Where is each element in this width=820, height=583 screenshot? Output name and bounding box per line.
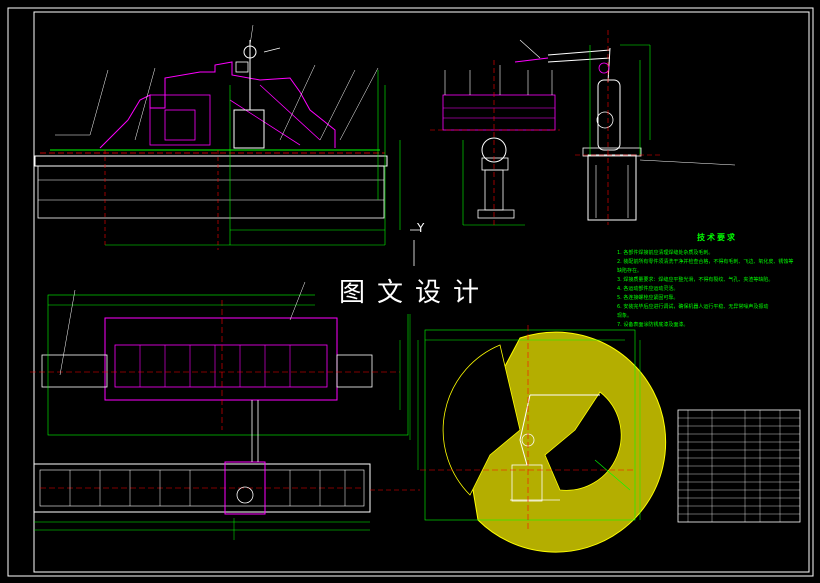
plan-view [30,281,411,440]
parts-list-table [677,409,801,523]
view-direction-label: Y [416,221,425,235]
side-view [430,60,560,226]
tech-line: 5. 各连接螺栓应紧固可靠。 [617,295,679,301]
rail-plan-view [33,400,420,540]
robot-elevation-view [514,30,736,225]
front-view [34,24,401,250]
technical-requirements-title: 技术要求 [697,233,737,242]
tech-line: 2. 装配前所有零件须清洗干净并检查合格，不得有毛刺、飞边、氧化皮、锈蚀等 [617,259,794,265]
tech-line: 3. 焊接质量要求：焊缝应平整光滑，不得有裂纹、气孔、夹渣等缺陷。 [617,277,774,283]
tech-line: 6. 安装完毕后应进行调试，确保机器人运行平稳、无异常噪声及振动 [617,304,769,310]
watermark-text: 图文设计 [338,277,491,308]
tech-line: 4. 各运动部件应运动灵活。 [617,286,679,292]
tech-line: 现象。 [617,313,633,319]
workspace-envelope-view [417,325,667,553]
sheet-outer-border [7,7,814,577]
watermark-banner: 图文设计 [315,266,503,314]
technical-requirements: 技术要求 1. 各部件焊接前应清理焊缝处杂质及毛刺。 2. 装配前所有零件须清洗… [617,232,817,330]
sheet-inner-border [33,11,810,573]
tech-line: 缺陷存在。 [617,268,643,274]
tech-line: 7. 设备表面涂防锈底漆及面漆。 [617,322,689,328]
tech-line: 1. 各部件焊接前应清理焊缝处杂质及毛刺。 [617,250,714,256]
